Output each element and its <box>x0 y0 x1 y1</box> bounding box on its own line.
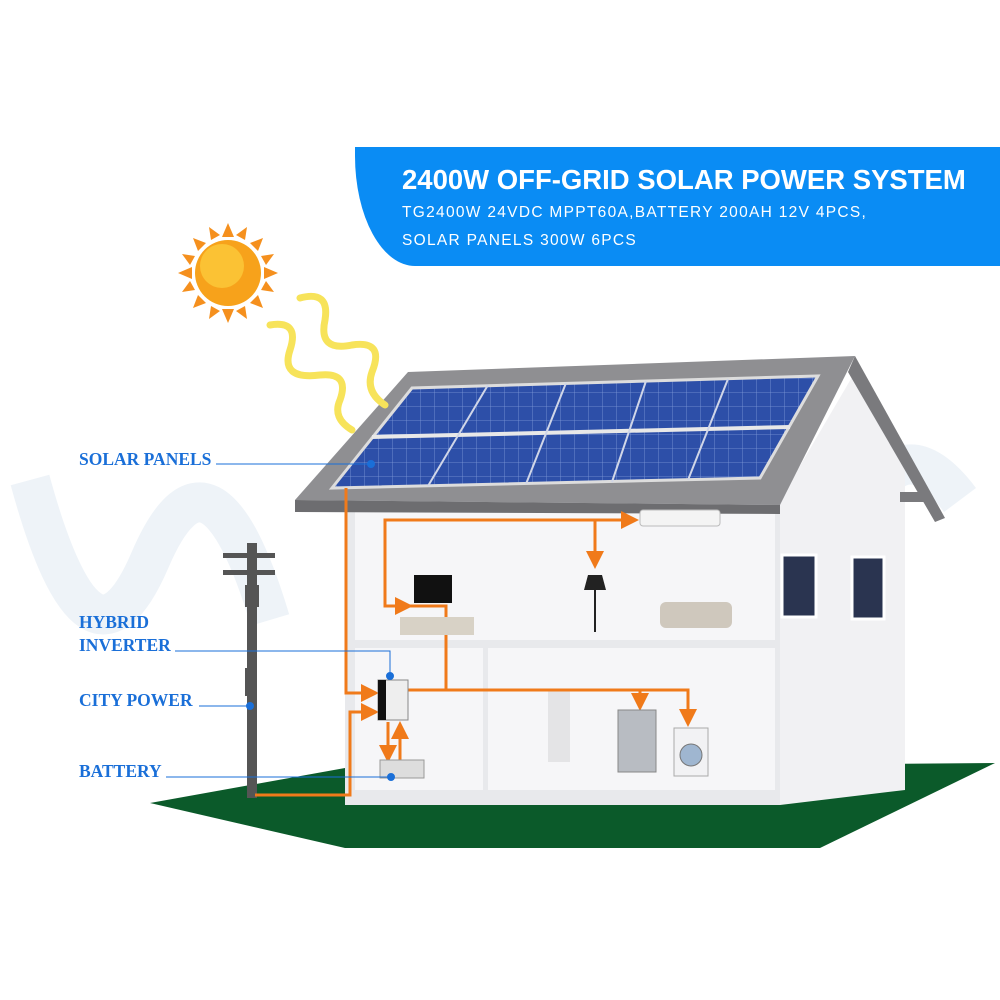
power-flow-lines <box>255 488 697 797</box>
title-banner: 2400W OFF-GRID SOLAR POWER SYSTEM TG2400… <box>355 147 1000 266</box>
window <box>850 555 886 621</box>
subtitle-panels: SOLAR PANELS 300W 6PCS <box>402 232 638 249</box>
solar-panels-array <box>328 374 821 490</box>
tv-icon <box>400 575 474 635</box>
label-battery: BATTERY <box>79 761 162 781</box>
sofa-icon <box>660 602 732 628</box>
label-solar-panels: SOLAR PANELS <box>79 449 212 469</box>
subtitle-specs: TG2400W 24VDC MPPT60A,BATTERY 200AH 12V … <box>402 204 868 221</box>
washing-machine-icon <box>673 727 709 777</box>
window <box>780 553 818 619</box>
side-wall <box>780 372 905 805</box>
refrigerator-icon <box>617 709 657 773</box>
page-title: 2400W OFF-GRID SOLAR POWER SYSTEM <box>402 164 966 195</box>
utility-pole <box>223 543 275 798</box>
door <box>548 690 570 762</box>
inverter-icon <box>377 679 409 721</box>
air-conditioner-icon <box>639 509 721 527</box>
floor-lamp-icon <box>584 575 606 632</box>
label-city-power: CITY POWER <box>79 690 193 710</box>
sun-icon <box>178 223 278 323</box>
battery-icon <box>379 759 425 779</box>
label-hybrid: HYBRID <box>79 612 150 632</box>
label-leaders <box>166 460 395 781</box>
label-inverter: INVERTER <box>79 635 171 655</box>
sun-rays <box>266 292 389 434</box>
